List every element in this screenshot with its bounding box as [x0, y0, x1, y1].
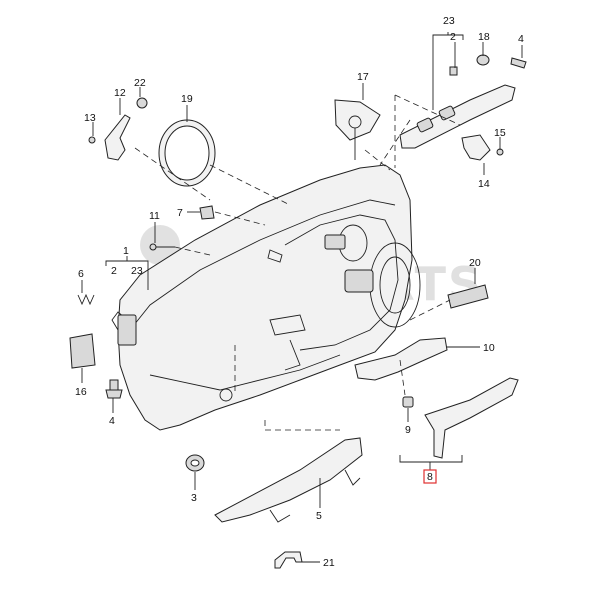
callout-22: 22	[134, 77, 146, 89]
trim-strip	[399, 84, 516, 149]
callout-3: 3	[191, 492, 197, 504]
callout-5: 5	[316, 510, 322, 522]
door-panel	[111, 164, 421, 431]
tweeter	[334, 99, 381, 160]
callout-10: 10	[483, 342, 495, 354]
leader-lines	[81, 32, 523, 563]
callout-12: 12	[114, 87, 126, 99]
callout-9: 9	[405, 424, 411, 436]
dashed-lines	[134, 94, 461, 431]
callout-4-left: 4	[109, 415, 115, 427]
speaker-ring	[158, 119, 216, 187]
callout-19: 19	[181, 93, 193, 105]
callout-16: 16	[75, 386, 87, 398]
callout-4-top: 4	[518, 33, 524, 45]
handle-mechanism	[88, 97, 148, 161]
callout-14: 14	[478, 178, 490, 190]
callout-6: 6	[78, 268, 84, 280]
callout-15: 15	[494, 127, 506, 139]
callout-21: 21	[323, 557, 335, 569]
callout-11: 11	[149, 210, 160, 222]
callout-2-left: 2	[111, 265, 117, 277]
callout-20: 20	[469, 257, 481, 269]
callout-8: 8	[427, 471, 433, 483]
callout-23-top: 23	[443, 15, 455, 27]
highlight-box	[423, 469, 437, 484]
callout-17: 17	[357, 71, 369, 83]
callout-18: 18	[478, 31, 490, 43]
callout-23-left: 23	[131, 265, 143, 277]
highlight-callout-8[interactable]: 8	[423, 469, 437, 484]
small-parts	[69, 54, 527, 569]
callout-2-top: 2	[450, 31, 456, 43]
callout-7: 7	[177, 207, 183, 219]
callout-labels: 23 2 18 4 17 19 22 12 13 15 14 7 11 1 2 …	[75, 15, 524, 569]
callout-1: 1	[123, 245, 129, 257]
callout-13: 13	[84, 112, 96, 124]
